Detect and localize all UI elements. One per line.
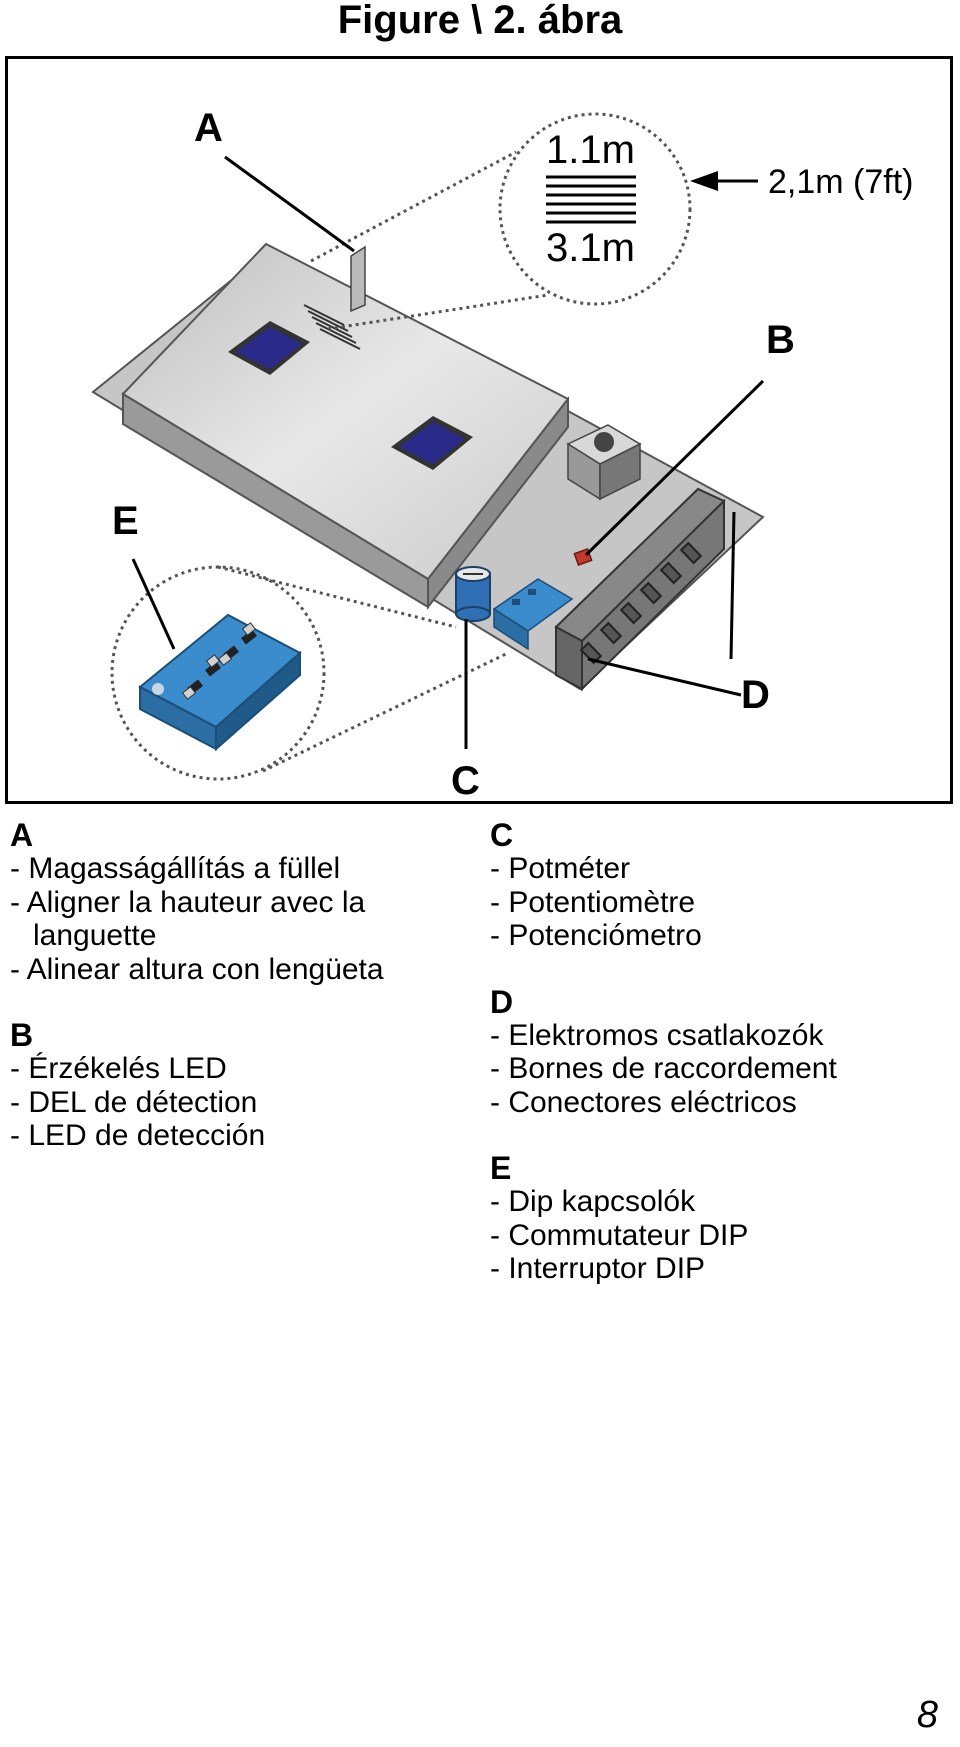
height-annotation: 2,1m (7ft) — [768, 163, 913, 201]
label-a: A — [194, 106, 223, 150]
terminal-block — [554, 487, 726, 692]
height-scale — [303, 304, 361, 350]
legend-section-e: E - Dip kapcsolók - Commutateur DIP - In… — [490, 1151, 950, 1286]
height-arrow — [690, 171, 758, 191]
legend-item: - Commutateur DIP — [490, 1218, 749, 1252]
label-d: D — [741, 673, 770, 717]
figure-frame: 1.1m 3.1m — [5, 56, 953, 804]
leader-a — [224, 155, 355, 253]
zoom-top-label: 1.1m — [546, 128, 635, 172]
legend-left-column: A - Magasságállítás a füllel - Aligner l… — [10, 818, 480, 1185]
legend-item: - Potméter — [490, 852, 631, 885]
leader-e — [131, 558, 176, 650]
page-title: Figure \ 2. ábra — [337, 0, 623, 42]
zoom-callout-top: 1.1m 3.1m — [310, 112, 692, 331]
page-number: 8 — [916, 1694, 938, 1736]
label-c: C — [451, 759, 480, 801]
legend-item: - DEL de détection — [10, 1085, 258, 1119]
legend-item: - Aligner la hauteur avec la languette — [10, 885, 366, 953]
legend-letter-a: A — [10, 817, 34, 853]
legend-right-column: C - Potméter - Potentiomètre - Potencióm… — [490, 818, 950, 1318]
legend-letter-d: D — [490, 983, 514, 1020]
legend-letter-e: E — [490, 1150, 512, 1186]
legend-item: - Alinear altura con lengüeta — [10, 952, 384, 986]
leader-d2 — [587, 657, 742, 697]
legend-item: - Elektromos csatlakozók — [490, 1018, 824, 1052]
height-tab — [350, 245, 366, 313]
legend-item: - Interruptor DIP — [490, 1252, 706, 1285]
legend-letter-b: B — [10, 1017, 34, 1053]
potentiometer — [455, 566, 491, 622]
legend-section-c: C - Potméter - Potentiomètre - Potencióm… — [490, 818, 950, 953]
legend-section-a: A - Magasságállítás a füllel - Aligner l… — [10, 818, 480, 986]
leader-b — [584, 379, 765, 557]
sensor-window-1 — [228, 321, 310, 375]
sensor-window-2 — [391, 416, 473, 470]
legend-item: - Potentiomètre — [490, 885, 696, 919]
pcb-diagram: 1.1m 3.1m — [91, 106, 913, 801]
legend-item: - Érzékelés LED — [10, 1052, 227, 1085]
legend-item: - Magasságállítás a füllel — [10, 852, 341, 885]
legend-item: - LED de detección — [10, 1119, 266, 1152]
legend-item: - Bornes de raccordement — [490, 1052, 837, 1085]
legend-section-b: B - Érzékelés LED - DEL de détection - L… — [10, 1018, 480, 1153]
zoom-bottom-label: 3.1m — [546, 226, 635, 270]
dip-switch-small — [492, 578, 574, 651]
legend-item: - Potenciómetro — [490, 919, 702, 952]
legend-item: - Conectores eléctricos — [490, 1085, 797, 1119]
push-button — [566, 424, 642, 501]
legend-letter-c: C — [490, 817, 514, 853]
legend-section-d: D - Elektromos csatlakozók - Bornes de r… — [490, 985, 950, 1120]
leader-d1 — [729, 511, 736, 660]
zoom-callout-dip — [110, 565, 509, 781]
legend-item: - Dip kapcsolók — [490, 1185, 696, 1218]
label-e: E — [112, 499, 139, 543]
label-b: B — [766, 318, 795, 362]
